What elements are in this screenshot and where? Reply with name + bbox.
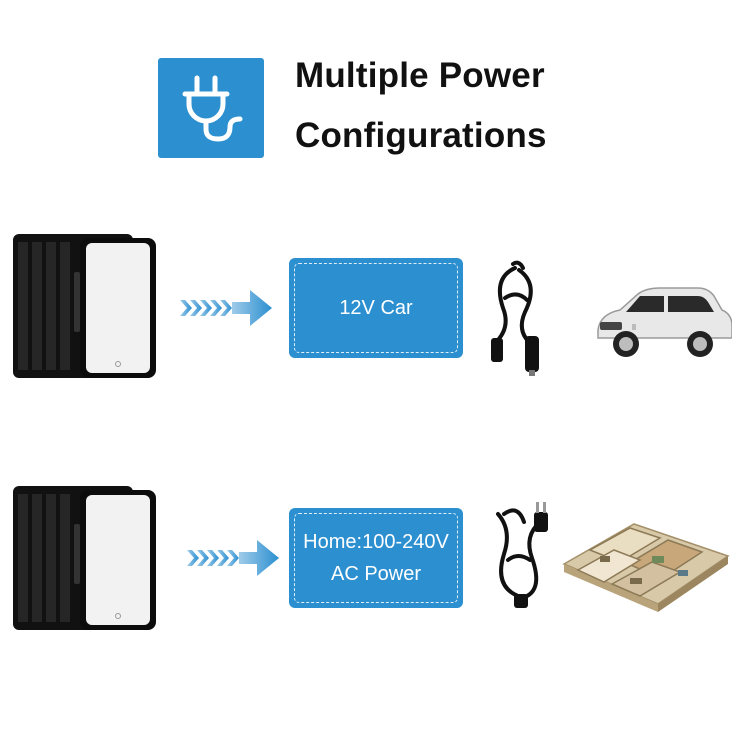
ac-power-cable-icon (492, 500, 554, 612)
power-option-label-car: 12V Car (289, 258, 463, 358)
power-option-text: Home:100-240V (303, 531, 449, 553)
page-title-line-1: Multiple Power (295, 56, 545, 95)
plug-icon (182, 75, 243, 142)
mini-fridge-icon (10, 484, 160, 634)
power-option-text: AC Power (330, 563, 422, 585)
plug-icon-badge (158, 58, 264, 158)
mini-fridge-icon (10, 232, 160, 382)
power-option-text: 12V Car (339, 297, 413, 319)
arrow-right-icon (178, 288, 278, 328)
suv-car-icon (592, 284, 733, 360)
page-title-line-2: Configurations (295, 116, 547, 155)
house-floorplan-icon (560, 512, 732, 612)
arrow-right-icon (185, 538, 285, 578)
power-option-label-home: Home:100-240V AC Power (289, 508, 463, 608)
car-charger-cable-icon (485, 258, 547, 378)
